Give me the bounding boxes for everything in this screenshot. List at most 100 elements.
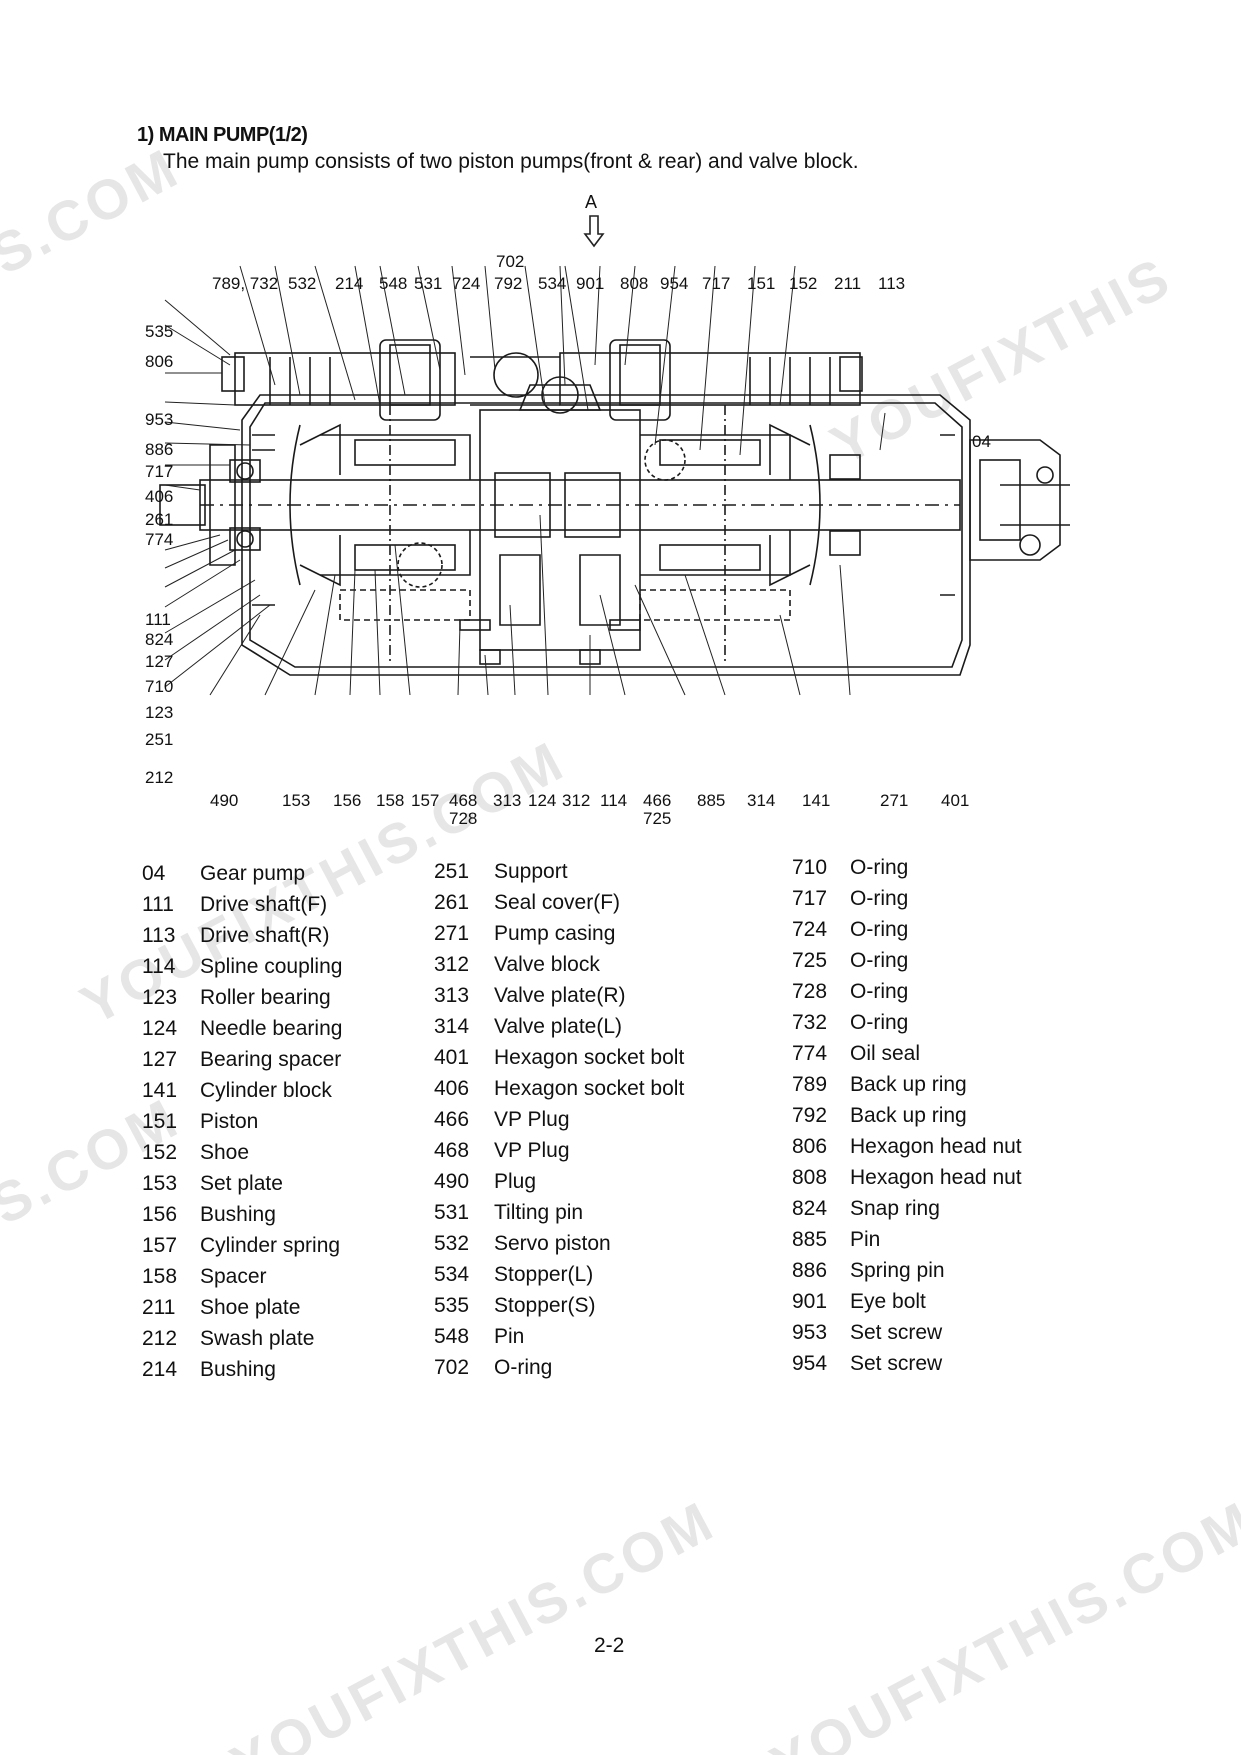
part-name: Shoe: [200, 1141, 250, 1164]
part-number: 728: [792, 980, 828, 1003]
callout-label: 466: [643, 791, 672, 810]
callout-label: 111: [145, 610, 171, 629]
part-number: 251: [434, 860, 470, 883]
callout-label: 490: [210, 791, 239, 810]
part-name: Stopper(S): [494, 1294, 596, 1317]
callout-label: 153: [282, 791, 311, 810]
part-number: 717: [792, 887, 828, 910]
callout-label: 806: [145, 352, 174, 371]
part-number: 548: [434, 1325, 470, 1348]
part-name: Back up ring: [850, 1073, 967, 1096]
part-name: Seal cover(F): [494, 891, 621, 914]
part-name: Spacer: [200, 1265, 267, 1288]
part-number: 702: [434, 1356, 470, 1379]
callout-label: 717: [702, 274, 731, 293]
part-name: Tilting pin: [494, 1201, 584, 1224]
callout-label: 531: [414, 274, 443, 293]
part-number: 466: [434, 1108, 470, 1131]
callout-label: 789, 732: [212, 274, 279, 293]
part-number: 141: [142, 1079, 178, 1102]
part-number: 157: [142, 1234, 178, 1257]
part-number: 04: [142, 862, 166, 885]
part-number: 710: [792, 856, 828, 879]
callout-label: 535: [145, 322, 174, 341]
part-name: Pin: [494, 1325, 525, 1348]
part-name: O-ring: [850, 1011, 909, 1034]
part-name: O-ring: [850, 980, 909, 1003]
part-number: 271: [434, 922, 470, 945]
callout-label: 532: [288, 274, 317, 293]
part-name: Bearing spacer: [200, 1048, 342, 1071]
part-number: 725: [792, 949, 828, 972]
callout-label: 212: [145, 768, 174, 787]
callout-label: 406: [145, 487, 174, 506]
part-number: 532: [434, 1232, 470, 1255]
part-name: Needle bearing: [200, 1017, 343, 1040]
callout-label: 251: [145, 730, 174, 749]
part-name: Valve plate(L): [494, 1015, 623, 1038]
callout-label: 156: [333, 791, 362, 810]
part-number: 724: [792, 918, 828, 941]
part-name: Cylinder block: [200, 1079, 332, 1102]
part-number: 406: [434, 1077, 470, 1100]
callout-label: 534: [538, 274, 567, 293]
part-name: Servo piston: [494, 1232, 611, 1255]
part-name: Valve plate(R): [494, 984, 626, 1007]
part-number: 534: [434, 1263, 470, 1286]
callout-label: 127: [145, 652, 174, 671]
part-name: Spring pin: [850, 1259, 945, 1282]
callout-label: 314: [747, 791, 776, 810]
callout-label: 158: [376, 791, 405, 810]
part-name: VP Plug: [494, 1108, 570, 1131]
part-number: 789: [792, 1073, 828, 1096]
callout-label: 808: [620, 274, 649, 293]
callout-label: 04: [972, 432, 991, 451]
part-name: Stopper(L): [494, 1263, 594, 1286]
callout-label: 954: [660, 274, 689, 293]
part-name: Drive shaft(R): [200, 924, 330, 947]
part-number: 214: [142, 1358, 178, 1381]
part-name: Hexagon head nut: [850, 1135, 1022, 1158]
part-name: VP Plug: [494, 1139, 570, 1162]
part-name: Bushing: [200, 1358, 276, 1381]
part-number: 901: [792, 1290, 828, 1313]
part-number: 151: [142, 1110, 178, 1133]
page-number: 2-2: [594, 1634, 625, 1657]
part-number: 114: [142, 955, 176, 978]
part-name: O-ring: [850, 918, 909, 941]
callout-label: 953: [145, 410, 174, 429]
callout-label: 152: [789, 274, 818, 293]
part-name: Pump casing: [494, 922, 616, 945]
callout-label: 114: [600, 791, 628, 810]
callout-label: 774: [145, 530, 174, 549]
part-name: Hexagon head nut: [850, 1166, 1022, 1189]
callout-label: 312: [562, 791, 591, 810]
part-number: 531: [434, 1201, 470, 1224]
callout-label: 214: [335, 274, 364, 293]
part-name: Set screw: [850, 1352, 943, 1375]
callout-label: 211: [834, 274, 862, 293]
part-number: 158: [142, 1265, 178, 1288]
part-number: 808: [792, 1166, 828, 1189]
part-number: 211: [142, 1296, 176, 1319]
part-number: 824: [792, 1197, 828, 1220]
part-number: 886: [792, 1259, 828, 1282]
callout-label: 548: [379, 274, 408, 293]
part-name: Back up ring: [850, 1104, 967, 1127]
part-number: 153: [142, 1172, 178, 1195]
part-name: Swash plate: [200, 1327, 315, 1350]
part-number: 792: [792, 1104, 828, 1127]
part-name: Bushing: [200, 1203, 276, 1226]
part-number: 535: [434, 1294, 470, 1317]
part-number: 111: [142, 893, 174, 916]
callout-label: 271: [880, 791, 909, 810]
part-number: 124: [142, 1017, 178, 1040]
part-number: 314: [434, 1015, 470, 1038]
part-number: 490: [434, 1170, 470, 1193]
part-number: 156: [142, 1203, 178, 1226]
part-number: 212: [142, 1327, 178, 1350]
callout-label: 124: [528, 791, 557, 810]
part-name: Gear pump: [200, 862, 306, 885]
